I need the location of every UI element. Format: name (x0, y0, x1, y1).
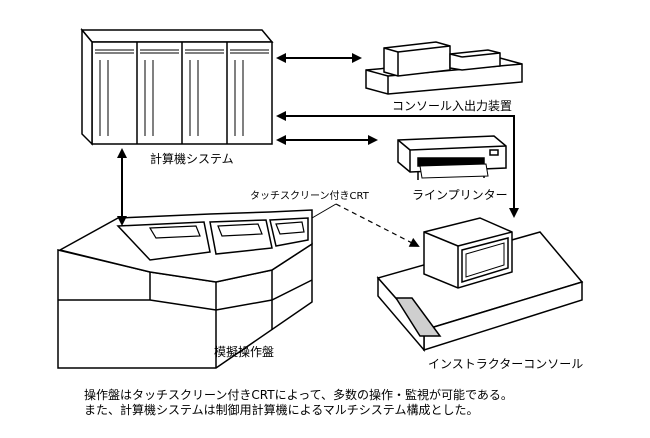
dashed-arrow-touch-crt-to-console (335, 203, 420, 247)
caption-line-2: また、計算機システムは制御用計算機によるマルチシステム構成とした。 (84, 403, 479, 417)
caption-line-1: 操作盤はタッチスクリーン付きCRTによって、多数の操作・監視が可能である。 (84, 388, 513, 402)
label-mimic-panel: 模擬操作盤 (214, 345, 275, 359)
label-instructor-console: インストラクターコンソール (428, 357, 584, 371)
label-line-printer: ラインプリンター (412, 188, 508, 202)
arrow-computer-instructor-console (276, 111, 519, 218)
label-computer-system: 計算機システム (150, 152, 234, 166)
instructor-console (376, 217, 584, 353)
console-io-device (365, 41, 523, 95)
computer-system-rack (80, 27, 274, 146)
label-console-io: コンソール入出力装置 (392, 99, 513, 113)
mimic-operation-panel (57, 209, 313, 369)
caption: 操作盤はタッチスクリーン付きCRTによって、多数の操作・監視が可能である。 また… (84, 388, 513, 418)
line-printer (397, 135, 507, 180)
label-touch-crt: タッチスクリーン付きCRT (250, 191, 369, 202)
leader-touch-crt-to-panel (311, 203, 337, 219)
